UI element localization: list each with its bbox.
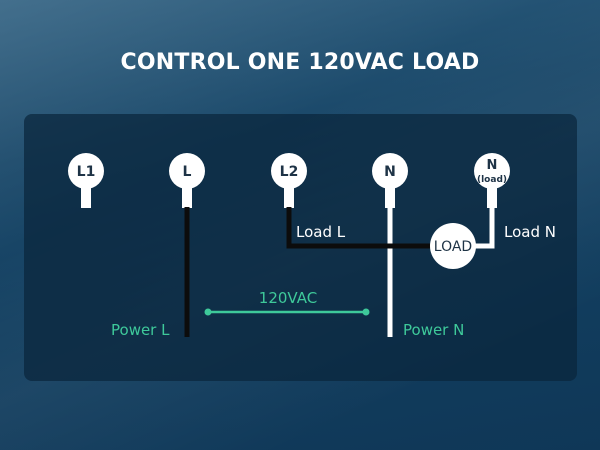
- terminal-l-head: [169, 153, 205, 189]
- terminal-l: L: [169, 153, 205, 208]
- load: LOAD: [430, 223, 476, 269]
- power-l-label: Power L: [111, 321, 170, 339]
- terminal-l1-head: [68, 153, 104, 189]
- terminal-l2-head: [271, 153, 307, 189]
- terminal-n-stub: [385, 186, 395, 208]
- terminal-n-load: N (load): [474, 153, 510, 208]
- page-title: CONTROL ONE 120VAC LOAD: [120, 50, 480, 75]
- power-n-label: Power N: [403, 321, 464, 339]
- terminal-n-load-stub: [487, 186, 497, 208]
- terminal-l1-stub: [81, 186, 91, 208]
- terminal-l2-stub: [284, 186, 294, 208]
- terminal-l2-label: L2: [280, 164, 299, 180]
- terminal-n-load-sublabel: (load): [477, 175, 507, 185]
- terminal-n-label: N: [384, 164, 396, 180]
- terminal-l-stub: [182, 186, 192, 208]
- load-l-wire: [286, 207, 432, 249]
- terminal-n-load-label: N: [487, 158, 498, 173]
- voltage-indicator: 120VAC: [204, 289, 370, 316]
- terminal-l2: L2: [271, 153, 307, 208]
- terminal-l-label: L: [183, 164, 192, 180]
- terminal-l1: L1: [68, 153, 104, 208]
- load-l-label: Load L: [296, 223, 346, 241]
- voltage-line-end-right: [362, 308, 370, 316]
- load-n-label: Load N: [504, 223, 556, 241]
- load-circle: [430, 223, 476, 269]
- terminal-n-head: [372, 153, 408, 189]
- terminal-n-load-head: [474, 153, 510, 189]
- load-label: LOAD: [434, 239, 472, 255]
- terminal-n: N: [372, 153, 408, 208]
- load-n-wire: [474, 207, 495, 249]
- voltage-line-end-left: [204, 308, 212, 316]
- voltage-label: 120VAC: [259, 289, 317, 307]
- terminal-l1-label: L1: [77, 164, 96, 180]
